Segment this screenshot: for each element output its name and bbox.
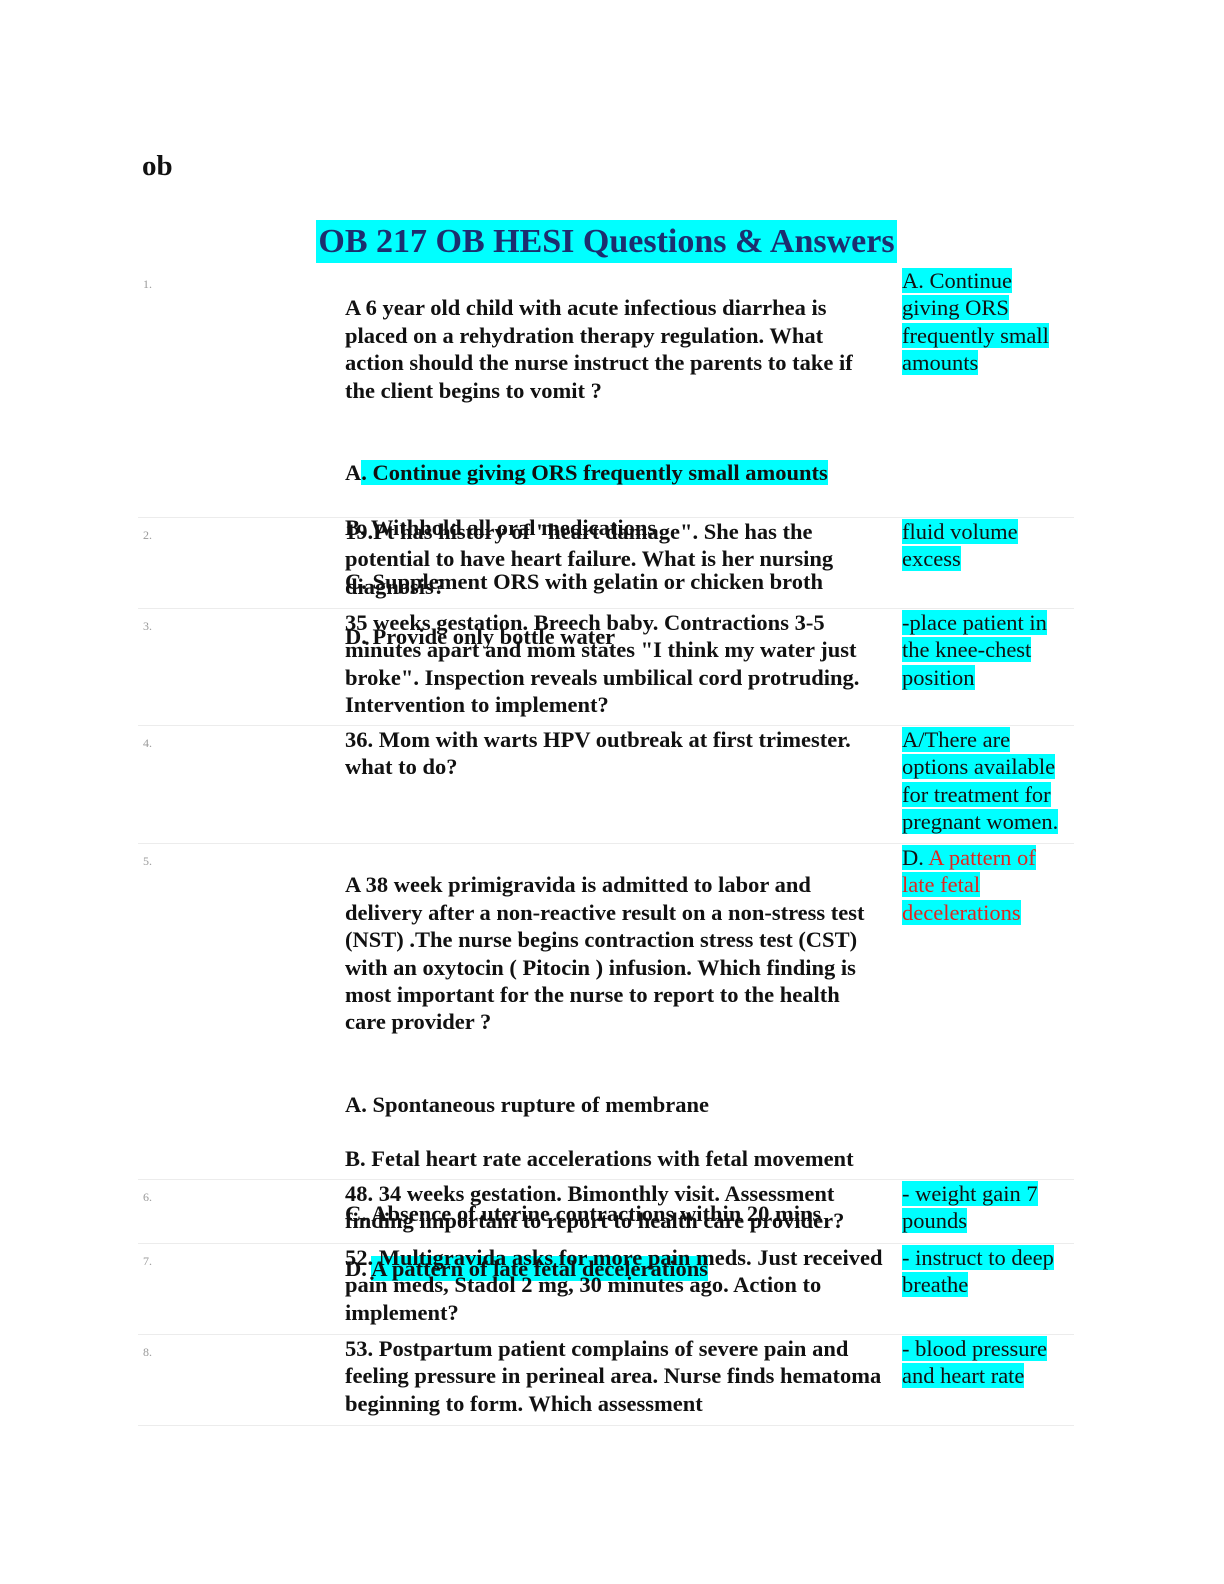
answer-text: A. Continue giving ORS frequently small … <box>902 267 1072 377</box>
option-d-text: A pattern of late fetal decelerations <box>371 1256 709 1282</box>
question-text: 53. Postpartum patient complains of seve… <box>345 1336 882 1416</box>
question-stem: A 6 year old child with acute infectious… <box>345 295 853 403</box>
document-title: OB 217 OB HESI Questions & Answers <box>316 220 897 263</box>
answer-highlight: -place patient in the knee-chest positio… <box>902 610 1047 690</box>
option-a-letter: A <box>345 459 362 485</box>
question-list: 1. A 6 year old child with acute infecti… <box>138 267 1074 1426</box>
option-d-letter: D. <box>345 1256 372 1282</box>
answer-highlight: D. A pattern of late fetal decelerations <box>902 845 1036 925</box>
question-row: 6. 48. 34 weeks gestation. Bimonthly vis… <box>138 1180 1074 1244</box>
item-number: 6. <box>143 1190 152 1204</box>
question-row: 3. 35 weeks gestation. Breech baby. Cont… <box>138 609 1074 726</box>
option-a: A. Spontaneous rupture of membrane <box>345 1091 709 1117</box>
option-c: C. Supplement ORS with gelatin or chicke… <box>345 569 823 595</box>
question-row: 1. A 6 year old child with acute infecti… <box>138 267 1074 649</box>
document-label: ob <box>142 150 173 182</box>
question-row: 4. 36. Mom with warts HPV outbreak at fi… <box>138 726 1074 844</box>
item-number: 7. <box>143 1254 152 1268</box>
item-number: 2. <box>143 528 152 542</box>
question-text: A 6 year old child with acute infectious… <box>345 267 885 678</box>
answer-letter: D. <box>902 845 929 870</box>
item-number: 8. <box>143 1345 152 1359</box>
question-row: 7. 52. Multigravida asks for more pain m… <box>138 1244 1074 1335</box>
option-d: D. A pattern of late fetal decelerations <box>345 1255 885 1282</box>
answer-text: - weight gain 7 pounds <box>902 1180 1072 1235</box>
question-text: 35 weeks gestation. Breech baby. Contrac… <box>345 610 860 718</box>
item-number: 3. <box>143 619 152 633</box>
question-text: 52. Multigravida asks for more pain meds… <box>345 1245 883 1325</box>
answer-highlight: - weight gain 7 pounds <box>902 1181 1038 1234</box>
answer-text: D. A pattern of late fetal decelerations <box>902 844 1072 926</box>
answer-text: A/There are options available for treatm… <box>902 726 1072 836</box>
question-row: 2. 19.Pt has history of "heart damage". … <box>138 518 1074 609</box>
answer-highlight: fluid volume excess <box>902 519 1018 572</box>
title-container: OB 217 OB HESI Questions & Answers <box>0 220 1224 263</box>
answer-text: -place patient in the knee-chest positio… <box>902 609 1072 691</box>
answer-text: fluid volume excess <box>902 518 1072 573</box>
question-text: 19.Pt has history of "heart damage". She… <box>345 519 834 599</box>
answer-highlight: - blood pressure and heart rate <box>902 1336 1047 1389</box>
question-text: 48. 34 weeks gestation. Bimonthly visit.… <box>345 1181 845 1234</box>
option-b: B. Fetal heart rate accelerations with f… <box>345 1146 854 1172</box>
item-number: 4. <box>143 736 152 750</box>
answer-text: - instruct to deep breathe <box>902 1244 1072 1299</box>
answer-red-text: A pattern of late fetal decelerations <box>902 845 1036 925</box>
answer-highlight: - instruct to deep breathe <box>902 1245 1054 1298</box>
question-row: 5. A 38 week primigravida is admitted to… <box>138 844 1074 1282</box>
answer-highlight: A. Continue giving ORS frequently small … <box>902 268 1049 376</box>
option-a: A. Continue giving ORS frequently small … <box>345 459 885 486</box>
option-b: B. Withhold all oral medications <box>345 514 657 540</box>
question-stem: A 38 week primigravida is admitted to la… <box>345 872 865 1035</box>
question-text: A 38 week primigravida is admitted to la… <box>345 844 885 1310</box>
answer-highlight: A/There are options available for treatm… <box>902 727 1059 835</box>
option-a-text: . Continue giving ORS frequently small a… <box>361 459 828 485</box>
question-text: 36. Mom with warts HPV outbreak at first… <box>345 727 851 780</box>
answer-text: - blood pressure and heart rate <box>902 1335 1072 1390</box>
item-number: 1. <box>143 277 152 291</box>
question-row: 8. 53. Postpartum patient complains of s… <box>138 1335 1074 1426</box>
item-number: 5. <box>143 854 152 868</box>
option-c: C. Absence of uterine contractions withi… <box>345 1201 822 1227</box>
option-d: D. Provide only bottle water <box>345 624 616 650</box>
